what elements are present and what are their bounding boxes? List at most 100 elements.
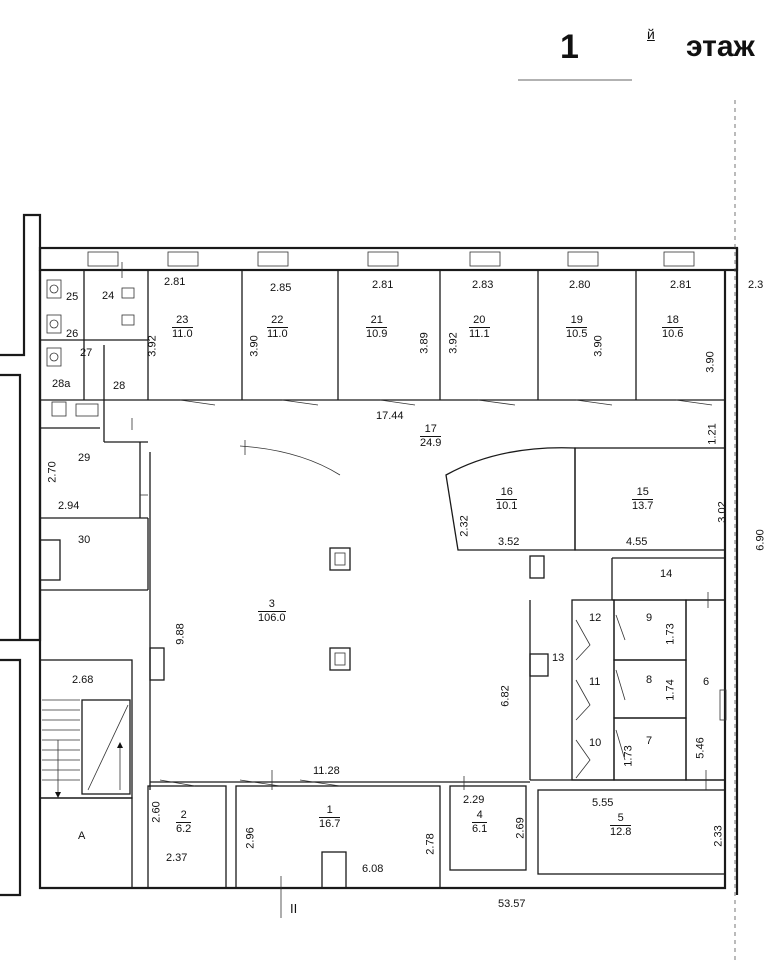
room-7-number: 7 [646,735,653,747]
room-28-number: 28 [113,380,126,392]
dim-2-81-a: 2.81 [164,276,186,288]
dim-3-92-b: 3.92 [447,332,460,354]
dim-4-55: 4.55 [626,536,648,548]
column-2 [329,547,351,571]
room-27-number: 27 [80,347,93,359]
room-26-number: 26 [66,328,79,340]
room-8-number: 8 [646,674,653,686]
dim-2-29: 2.29 [463,794,485,806]
dim-6-08: 6.08 [362,863,384,875]
staircase-label: А [78,830,86,842]
top-windows [87,251,695,267]
dim-53-57: 53.57 [498,898,526,910]
dim-2-60: 2.60 [150,801,163,823]
dim-2-32: 2.32 [458,515,471,537]
dim-6-90: 6.90 [754,529,767,551]
room-25-number: 25 [66,291,79,303]
dim-3-90-b: 3.90 [592,335,605,357]
dim-1-73-b: 1.73 [622,745,635,767]
left-outer-wall [0,373,22,640]
column-3 [329,647,351,671]
dim-9-88: 9.88 [174,623,187,645]
dim-1-21: 1.21 [706,423,719,445]
dim-2-96: 2.96 [244,827,257,849]
room-14-number: 14 [660,568,673,580]
dim-3-52: 3.52 [498,536,520,548]
left-exterior-wall [0,213,42,642]
left-lower-wall [0,658,22,897]
dimension-ticks [121,262,709,918]
staircase-walls [39,659,133,889]
dim-3-92-a: 3.92 [146,335,159,357]
dim-2-81-b: 2.81 [372,279,394,291]
room-10-number: 10 [589,737,602,749]
room-6-number: 6 [703,676,710,688]
section-mark: II [290,901,298,916]
dim-3-89: 3.89 [418,332,431,354]
dim-5-46: 5.46 [694,737,707,759]
room-11-number: 11 [589,676,601,688]
dim-2-70: 2.70 [46,461,59,483]
dim-3-90-a: 3.90 [248,335,261,357]
dim-2-83: 2.83 [472,279,494,291]
dim-2-68: 2.68 [72,674,94,686]
room-12-number: 12 [589,612,602,624]
room-28a-number: 28а [52,378,71,390]
office-doors [179,399,713,406]
dim-6-82: 6.82 [499,685,512,707]
bottom-doors [159,779,341,787]
dim-2-85: 2.85 [270,282,292,294]
room-9-number: 9 [646,612,653,624]
restroom-walls [40,270,149,591]
room-13-number: 13 [552,652,565,664]
top-office-partitions [147,270,725,401]
dim-2-69: 2.69 [514,817,527,839]
dim-2-33: 2.33 [712,825,725,847]
dim-2-81-c: 2.81 [670,279,692,291]
dim-2-94: 2.94 [58,500,80,512]
floor-word: этаж [686,30,755,63]
room-29-number: 29 [78,452,91,464]
column-4 [149,647,165,681]
dim-1-74: 1.74 [664,679,677,701]
floor-suffix: й [647,26,655,42]
dim-2-37: 2.37 [166,852,188,864]
service-cluster-walls [529,557,726,781]
stair-arrow-down [55,792,61,798]
service-doors [575,614,727,779]
toilet-fixtures [46,279,135,417]
dim-3-02: 3.02 [716,501,729,523]
dim-2-80: 2.80 [569,279,591,291]
dim-2-3: 2.3 [748,279,764,291]
dim-3-90-c: 3.90 [704,351,717,373]
column-1 [529,555,545,579]
room-24-number: 24 [102,290,115,302]
dim-11-28: 11.28 [313,765,340,777]
stair-treads [42,699,129,795]
top-wall [38,246,739,272]
room-30-number: 30 [78,534,91,546]
outer-wall [38,270,727,890]
room-15-walls [574,447,726,551]
dim-17-44: 17.44 [376,410,404,422]
dim-2-78: 2.78 [424,833,437,855]
dim-5-55: 5.55 [592,797,614,809]
stair-arrow-up [117,742,123,748]
floor-number: 1 [560,28,579,66]
dim-1-73-a: 1.73 [664,623,677,645]
